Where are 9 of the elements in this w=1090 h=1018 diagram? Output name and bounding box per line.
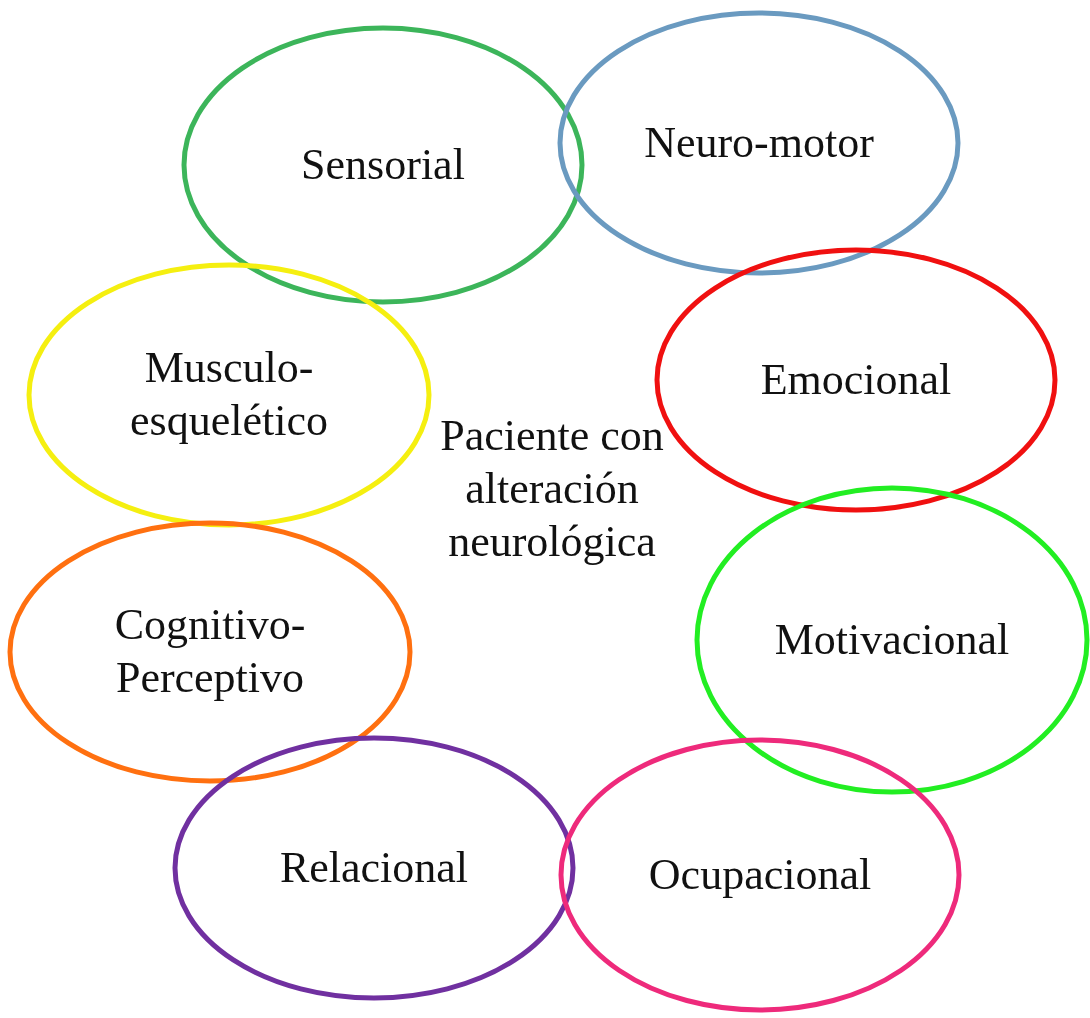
node-label: Neuro-motor [644, 116, 874, 169]
node-label: Cognitivo-Perceptivo [113, 599, 307, 704]
node-label: Musculo-esquelético [129, 342, 329, 447]
node-label: Emocional [760, 353, 952, 406]
node-label: Ocupacional [648, 848, 872, 901]
node-label: Motivacional [774, 613, 1010, 666]
node-label: Relacional [279, 841, 469, 894]
center-text: Paciente con alteración neurológica [439, 410, 665, 568]
node-label: Sensorial [301, 138, 465, 191]
